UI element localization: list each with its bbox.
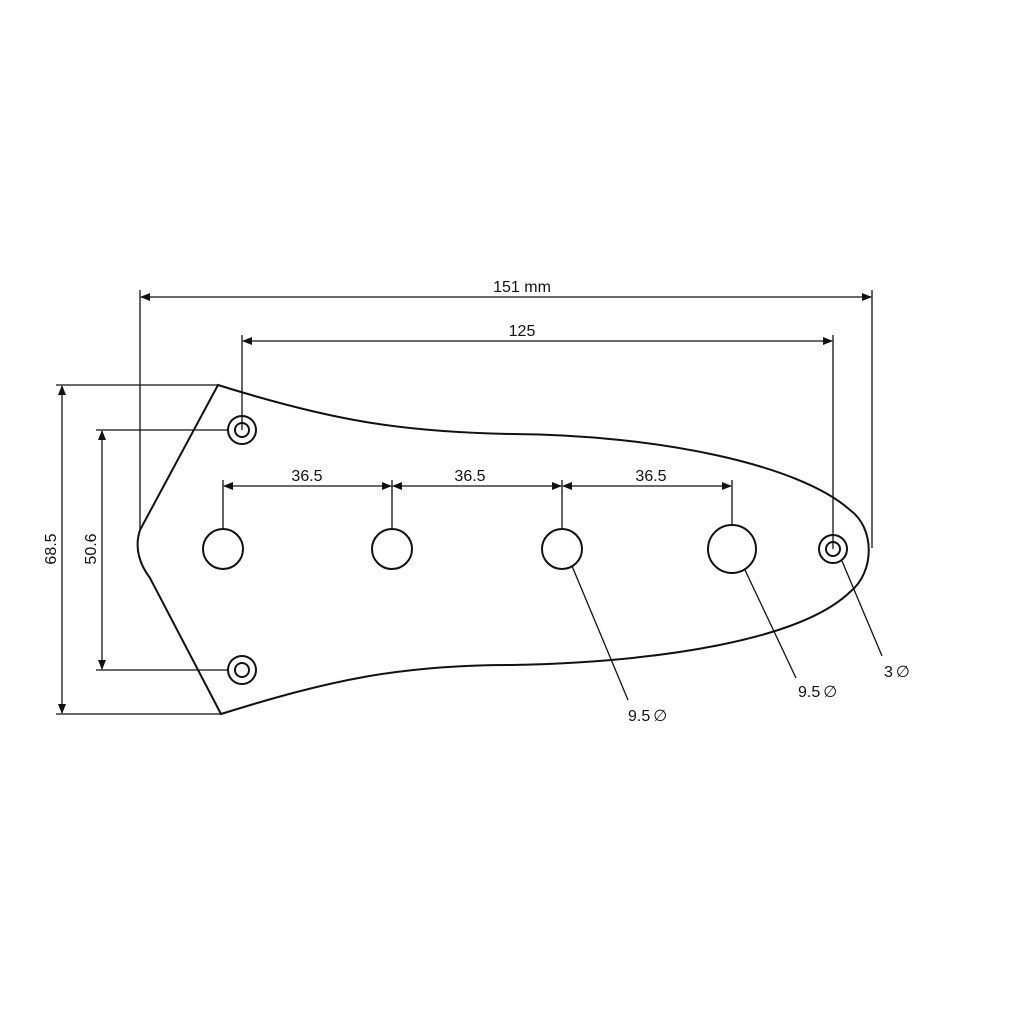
dimension-overall-width: 151 mm xyxy=(139,279,873,548)
pot-spacing-label-2: 36.5 xyxy=(454,468,485,485)
overall-height-label: 68.5 xyxy=(43,533,60,564)
leader-jack-hole xyxy=(744,569,797,679)
screw-hole-bottom-left xyxy=(227,655,257,685)
screw-spacing-label: 125 xyxy=(509,323,536,340)
leader-screw-hole xyxy=(841,560,883,657)
plate-outline xyxy=(136,383,870,716)
callout-jack-hole-diameter: 9.5∅ xyxy=(798,684,837,701)
pot-hole-1 xyxy=(202,528,244,570)
pot-hole-2 xyxy=(371,528,413,570)
dimension-screw-vertical: 50.6 xyxy=(83,429,228,671)
dimension-pot-spacing: 36.5 36.5 36.5 xyxy=(222,468,733,529)
dimension-screw-spacing: 125 xyxy=(241,323,834,549)
jack-hole xyxy=(707,524,757,574)
pot-hole-3 xyxy=(541,528,583,570)
callout-pot-hole-diameter: 9.5∅ xyxy=(628,708,667,725)
leader-pot-hole xyxy=(571,565,629,701)
pot-spacing-label-1: 36.5 xyxy=(291,468,322,485)
dimension-overall-height: 68.5 xyxy=(43,384,221,715)
pot-spacing-label-3: 36.5 xyxy=(635,468,666,485)
callout-screw-hole-diameter: 3∅ xyxy=(884,664,910,681)
overall-width-label: 151 mm xyxy=(493,279,551,296)
screw-vertical-label: 50.6 xyxy=(83,533,100,564)
